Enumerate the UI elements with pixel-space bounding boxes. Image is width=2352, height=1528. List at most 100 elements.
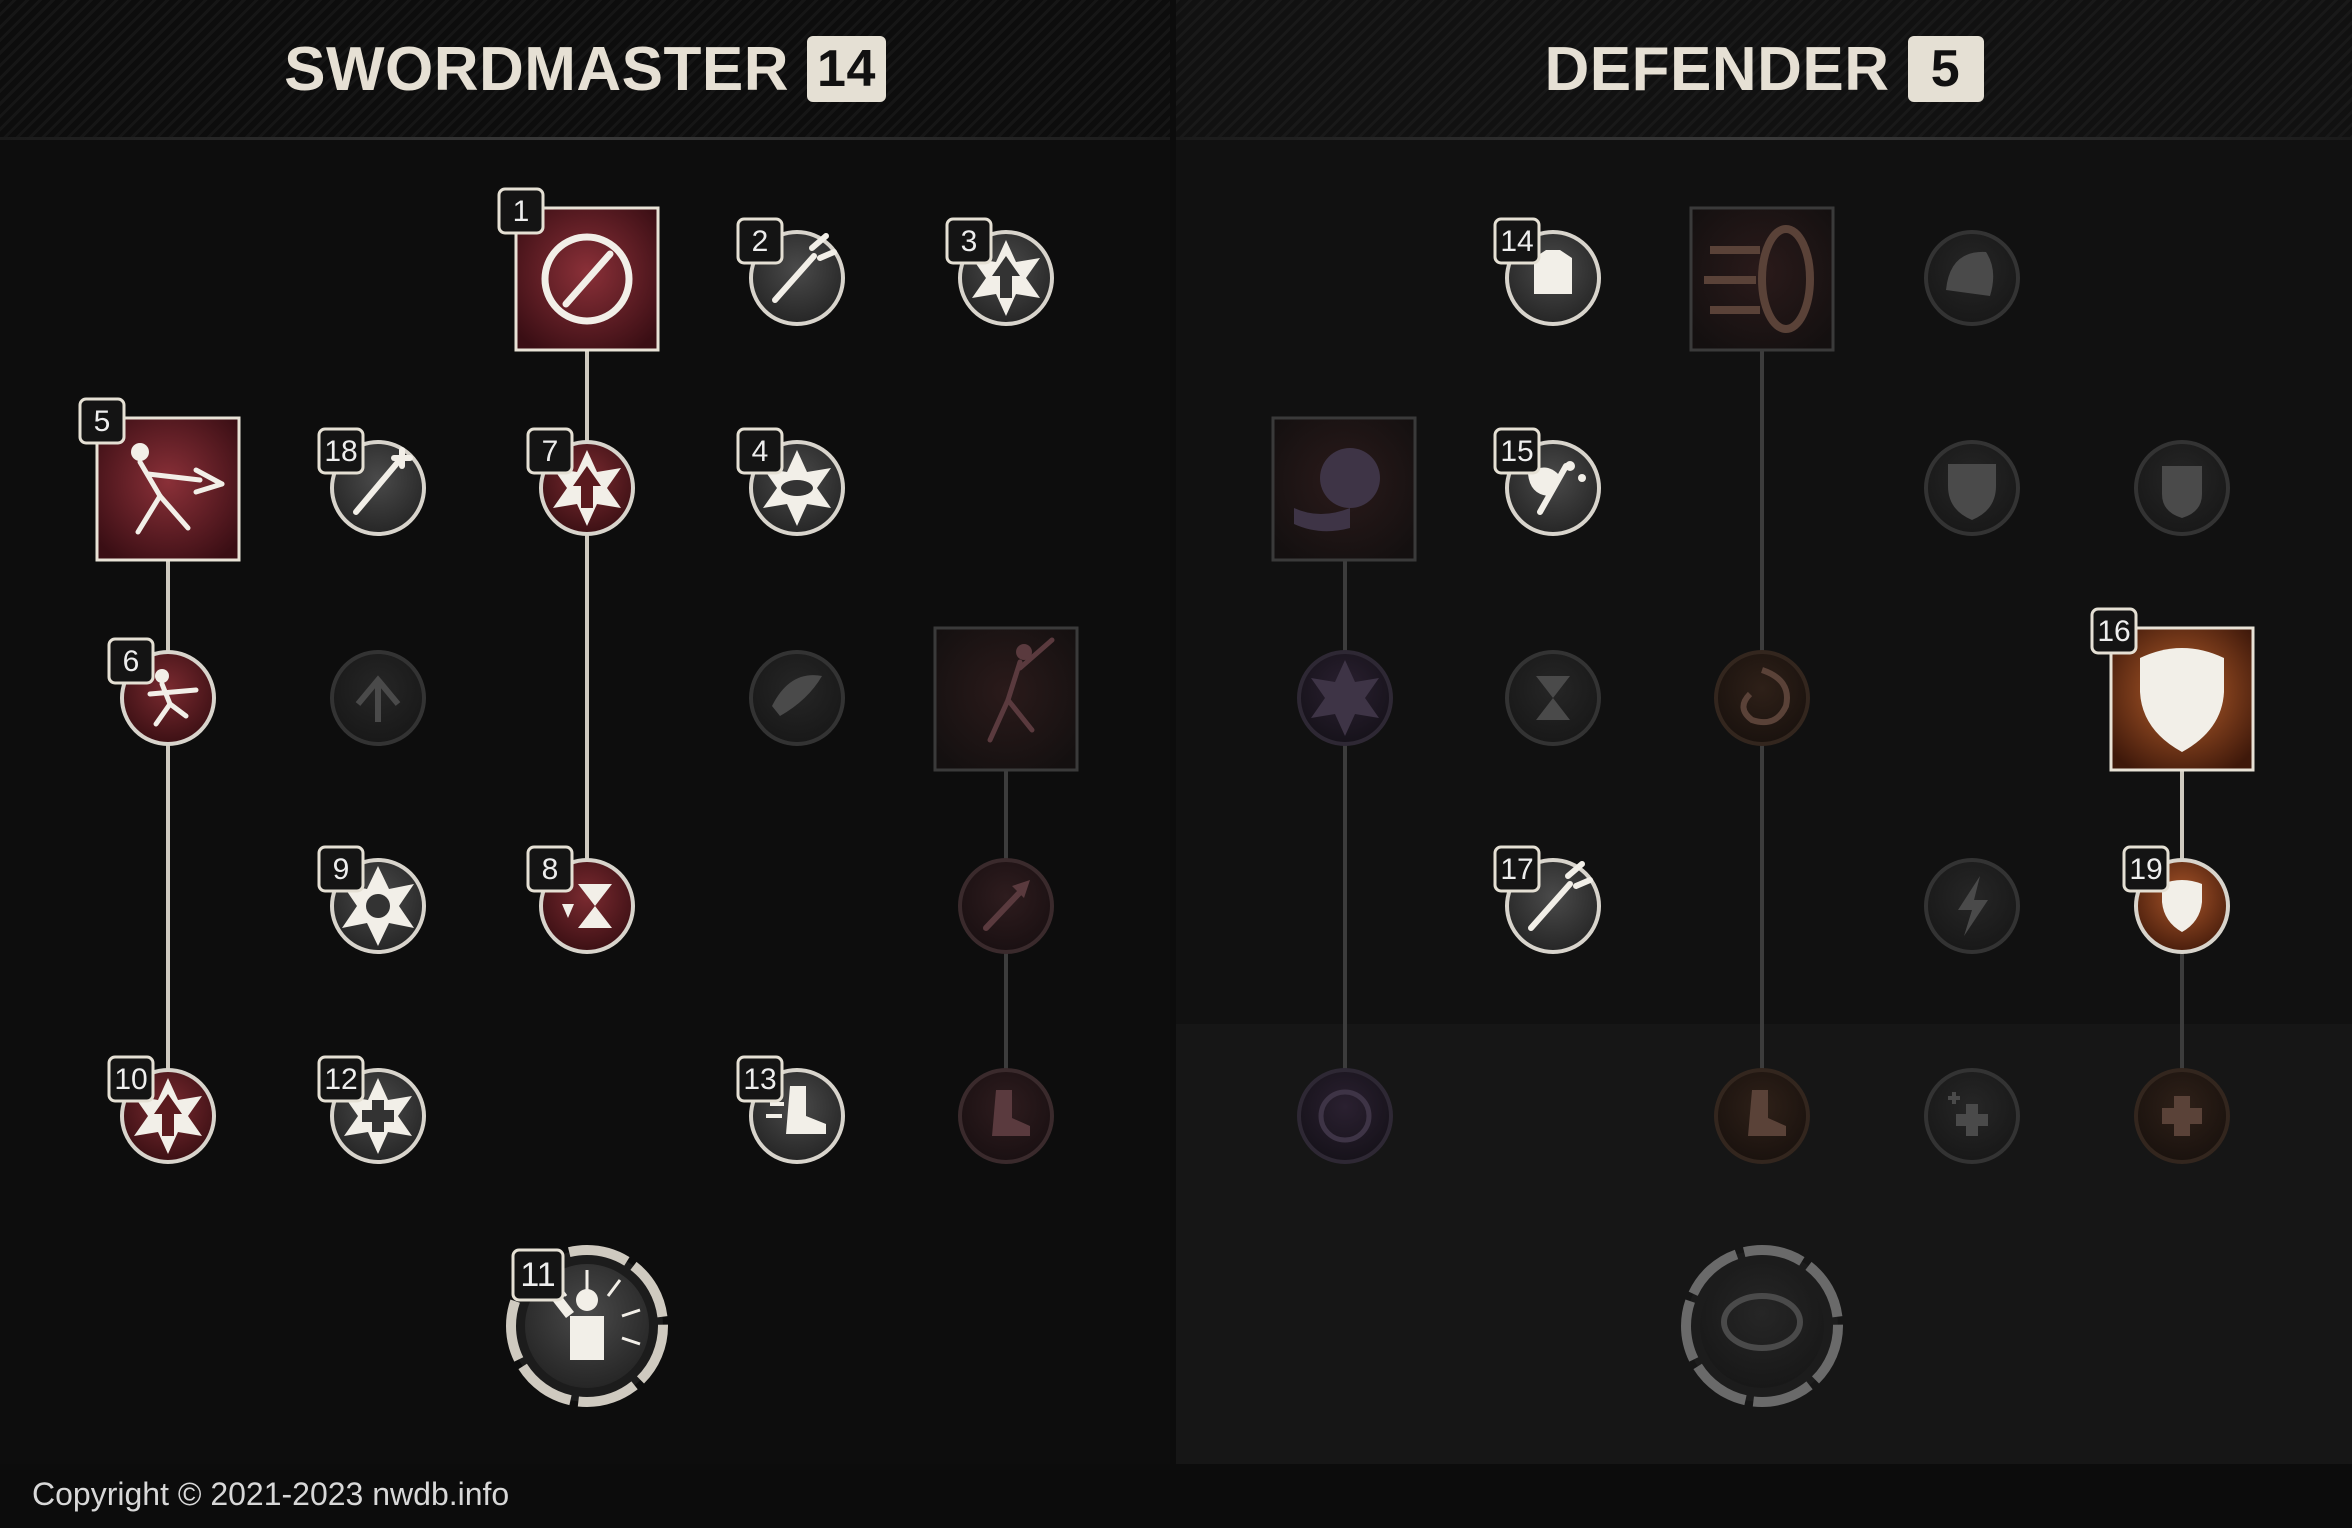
skill-node[interactable] [2134, 1068, 2230, 1164]
node-badge: 1 [497, 187, 545, 235]
skill-node[interactable] [330, 650, 426, 746]
plus-icon [2162, 1096, 2202, 1136]
grit-burst-icon [342, 866, 414, 946]
arrow-up-star-icon [134, 1078, 202, 1154]
skill-node[interactable] [1924, 1068, 2020, 1164]
skill-node[interactable] [958, 1068, 1054, 1164]
connectors [166, 280, 2184, 1118]
skill-node[interactable] [1924, 230, 2020, 326]
stars-orbit-icon [1318, 1089, 1372, 1143]
node-badge: 8 [526, 845, 574, 893]
skill-node[interactable] [1924, 858, 2020, 954]
node-badge: 3 [945, 217, 993, 265]
fist-icon [1294, 448, 1380, 532]
node-badge: 16 [2090, 607, 2138, 655]
shield-block-icon [2140, 648, 2224, 752]
svg-text:6: 6 [123, 645, 140, 678]
boot-arrow-icon [355, 675, 401, 722]
shield-crest-icon [1948, 464, 1996, 520]
node-badge: 18 [317, 427, 365, 475]
sword-strike-icon [1528, 861, 1593, 931]
node-badge: 19 [2122, 845, 2170, 893]
node-badge: 17 [1493, 845, 1541, 893]
arrow-up-star-icon [553, 450, 621, 526]
skill-node[interactable] [958, 858, 1054, 954]
svg-text:3: 3 [961, 225, 978, 258]
tree-name: SWORDMASTER [284, 35, 790, 104]
arrow-up-star-icon [1311, 660, 1379, 736]
svg-text:9: 9 [333, 853, 350, 886]
swordmaster-header: SWORDMASTER 14 [0, 0, 1170, 140]
boot-icon [1748, 1090, 1786, 1136]
skill-node[interactable] [1689, 206, 1835, 352]
svg-text:19: 19 [2129, 853, 2162, 886]
points-badge: 14 [807, 35, 886, 102]
sword-sparkle-icon [353, 447, 413, 515]
svg-text:1: 1 [513, 195, 530, 228]
defender-title: DEFENDER 5 [1176, 34, 2352, 107]
hero-figure [552, 1289, 604, 1360]
boot-icon [992, 1090, 1030, 1136]
skill-node[interactable] [1297, 1068, 1393, 1164]
svg-text:12: 12 [324, 1063, 357, 1096]
sparkle-plus-icon [1948, 1092, 1988, 1136]
svg-text:10: 10 [114, 1063, 147, 1096]
node-badge: 9 [317, 845, 365, 893]
burst-ring-icon [763, 450, 831, 526]
star-arrow-up-icon [972, 240, 1040, 316]
node-badge: 5 [78, 397, 126, 445]
node-badge: 6 [107, 637, 155, 685]
skill-node[interactable] [1714, 650, 1810, 746]
node-badge: 13 [736, 1055, 784, 1103]
whirl-icon [1740, 667, 1790, 726]
shield-rush-icon [1704, 225, 1814, 333]
skill-node[interactable] [749, 650, 845, 746]
node-badge: 12 [317, 1055, 365, 1103]
tree-name: DEFENDER [1544, 35, 1890, 104]
ultimate-node[interactable] [1681, 1245, 1843, 1407]
svg-text:16: 16 [2097, 615, 2130, 648]
sword-strike-icon [772, 233, 837, 303]
skill-node[interactable] [1714, 1068, 1810, 1164]
lightning-icon [1958, 876, 1988, 936]
svg-text:13: 13 [743, 1063, 776, 1096]
svg-text:4: 4 [752, 435, 769, 468]
svg-text:8: 8 [542, 853, 559, 886]
counter-ring-icon [1721, 1293, 1803, 1351]
skill-node[interactable] [2134, 440, 2230, 536]
skill-node[interactable] [1505, 650, 1601, 746]
sword-slash-icon [541, 233, 633, 325]
hourglass-down-icon [562, 884, 612, 928]
svg-text:18: 18 [324, 435, 357, 468]
skill-node[interactable] [1924, 440, 2020, 536]
svg-text:15: 15 [1500, 435, 1533, 468]
boot-speed-icon [766, 1086, 826, 1134]
swordmaster-title: SWORDMASTER 14 [0, 34, 1170, 107]
node-badge: 4 [736, 427, 784, 475]
svg-text:17: 17 [1500, 853, 1533, 886]
copyright-footer: Copyright © 2021-2023 nwdb.info [32, 1476, 510, 1512]
svg-text:14: 14 [1500, 225, 1533, 258]
node-badge: 14 [1493, 217, 1541, 265]
shield-check-icon [2162, 880, 2202, 932]
node-number-badges: 1 2 3 5 18 7 4 6 9 8 10 12 13 11 14 15 1… [78, 187, 2170, 1302]
node-badge: 2 [736, 217, 784, 265]
running-strike-icon [147, 669, 199, 727]
node-badge: 10 [107, 1055, 155, 1103]
skill-node[interactable] [933, 626, 1079, 772]
svg-text:5: 5 [94, 405, 111, 438]
defender-header: DEFENDER 5 [1176, 0, 2352, 140]
skill-node[interactable] [1271, 416, 1417, 562]
svg-text:7: 7 [542, 435, 559, 468]
arrow-diagonal-icon [983, 880, 1030, 931]
node-badge: 7 [526, 427, 574, 475]
hourglass-icon [1536, 676, 1570, 720]
shield-badge-icon [2162, 466, 2202, 518]
skill-node[interactable] [1297, 650, 1393, 746]
leap-strike-icon [987, 637, 1055, 743]
svg-text:11: 11 [520, 1256, 555, 1294]
points-badge: 5 [1907, 35, 1984, 102]
axe-frost-icon [1528, 461, 1586, 515]
